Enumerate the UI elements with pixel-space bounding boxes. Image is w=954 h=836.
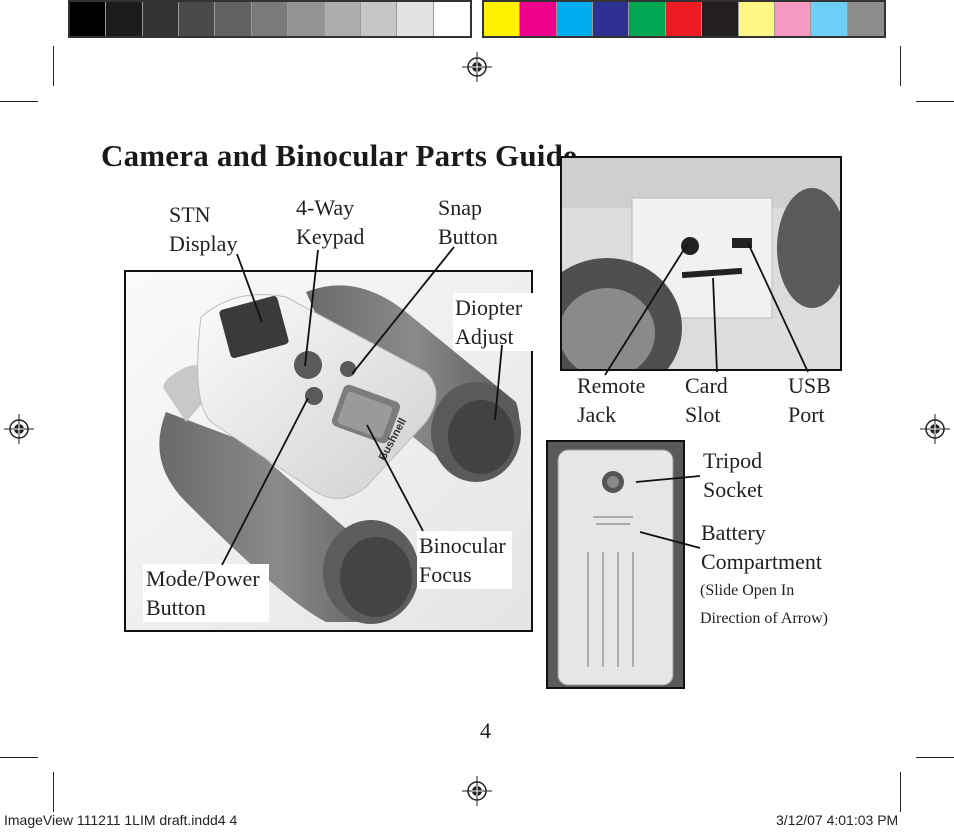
label-diopter-adjust: Diopter Adjust <box>453 293 533 351</box>
crop-mark-top-right-v <box>900 46 901 86</box>
gray-swatch-8 <box>324 2 361 36</box>
color-swatch-7 <box>702 2 739 36</box>
page-title: Camera and Binocular Parts Guide <box>101 138 578 173</box>
ports-photo <box>560 156 842 371</box>
registration-mark-right <box>920 414 950 444</box>
label-mode-power-button: Mode/Power Button <box>143 564 269 622</box>
color-swatch-9 <box>774 2 812 36</box>
color-swatch-8 <box>738 2 775 36</box>
crop-mark-top-left-v <box>53 46 54 86</box>
registration-mark-left <box>4 414 34 444</box>
crop-mark-bottom-right-h <box>916 757 954 758</box>
color-swatch-5 <box>629 2 666 36</box>
registration-mark-top <box>462 52 492 82</box>
color-swatch-10 <box>811 2 848 36</box>
gray-swatch-bar <box>68 0 472 38</box>
color-swatch-1 <box>484 2 521 36</box>
label-card-slot: Card Slot <box>685 373 728 427</box>
color-swatch-3 <box>556 2 594 36</box>
gray-swatch-2 <box>106 2 143 36</box>
footer-filename: ImageView 111211 1LIM draft.indd4 4 <box>4 812 238 828</box>
battery-photo <box>546 440 685 689</box>
crop-mark-bottom-left-v <box>53 772 54 812</box>
label-binocular-focus: Binocular Focus <box>417 531 512 589</box>
gray-swatch-4 <box>179 2 216 36</box>
label-battery-compartment: Battery Compartment <box>701 520 822 574</box>
color-swatch-4 <box>593 2 630 36</box>
color-swatch-11 <box>847 2 884 36</box>
label-tripod-socket: Tripod Socket <box>703 448 763 502</box>
gray-swatch-1 <box>70 2 107 36</box>
gray-swatch-7 <box>288 2 325 36</box>
color-swatch-6 <box>665 2 703 36</box>
label-4-way-keypad: 4-Way Keypad <box>296 195 365 249</box>
label-usb-port: USB Port <box>788 373 831 427</box>
ports-illustration <box>562 158 840 369</box>
color-swatch-2 <box>520 2 557 36</box>
crop-mark-bottom-right-v <box>900 772 901 812</box>
battery-illustration <box>548 442 683 687</box>
label-battery-note: (Slide Open In Direction of Arrow) <box>700 582 828 627</box>
label-snap-button: Snap Button <box>438 195 498 249</box>
registration-mark-bottom <box>462 776 492 806</box>
gray-swatch-6 <box>251 2 289 36</box>
gray-swatch-9 <box>360 2 398 36</box>
page-number: 4 <box>480 718 491 743</box>
crop-mark-bottom-left-h <box>0 757 38 758</box>
crop-mark-top-left-h <box>0 101 38 102</box>
gray-swatch-5 <box>215 2 252 36</box>
gray-swatch-11 <box>433 2 470 36</box>
color-swatch-bar <box>482 0 886 38</box>
crop-mark-top-right-h <box>916 101 954 102</box>
label-remote-jack: Remote Jack <box>577 373 646 427</box>
footer-timestamp: 3/12/07 4:01:03 PM <box>776 812 899 828</box>
gray-swatch-3 <box>142 2 180 36</box>
label-stn-display: STN Display <box>169 202 238 256</box>
gray-swatch-10 <box>397 2 434 36</box>
